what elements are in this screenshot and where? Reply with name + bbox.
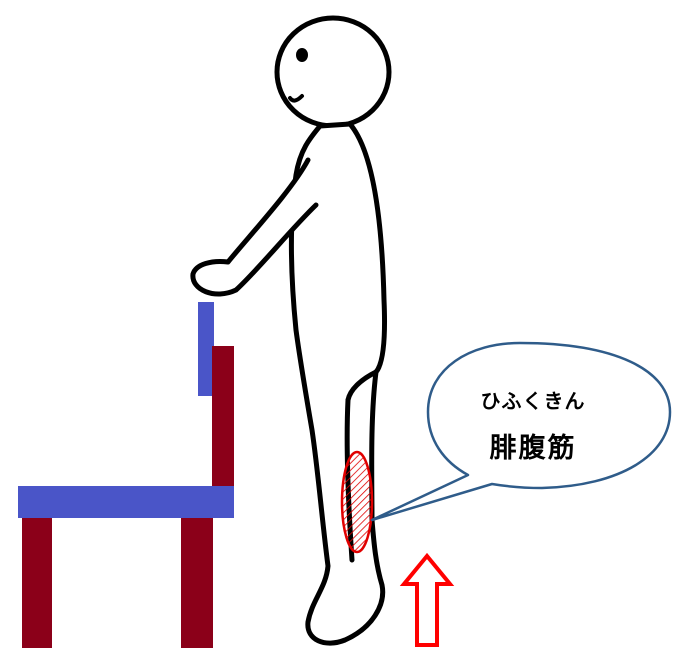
chair-front-leg <box>22 518 52 648</box>
chair-back-blue <box>198 302 214 396</box>
chair <box>18 302 234 648</box>
muscle-reading-label: ひふくきん <box>448 385 618 414</box>
eye <box>296 48 308 62</box>
head <box>277 18 389 126</box>
calf-muscle-marker <box>342 452 372 552</box>
arrow-up-icon <box>404 556 450 645</box>
chair-seat <box>18 486 234 518</box>
chair-back-leg <box>181 518 213 648</box>
muscle-name-label: 腓腹筋 <box>448 426 618 465</box>
